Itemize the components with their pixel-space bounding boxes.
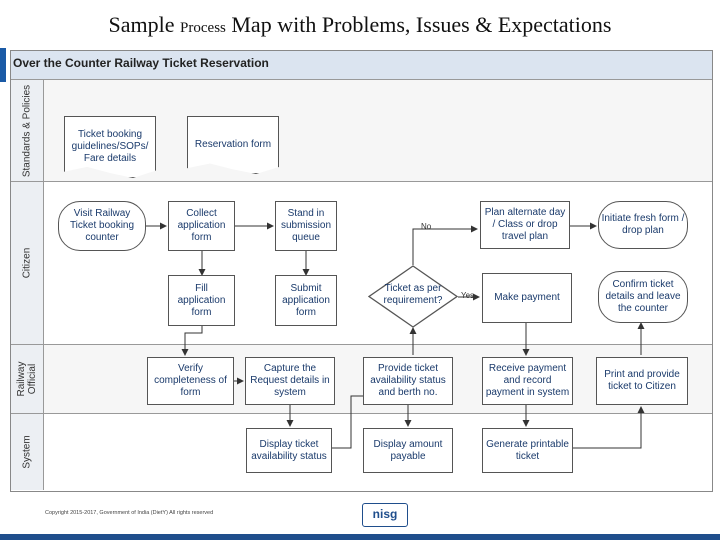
step-visit-counter: Visit Railway Ticket booking counter [58, 201, 146, 251]
step-capture-request: Capture the Request details in system [245, 357, 335, 405]
lane-label-standards: Standards & Policies [11, 80, 44, 181]
diagram-header: Over the Counter Railway Ticket Reservat… [11, 51, 712, 80]
doc-reservation-form: Reservation form [187, 116, 279, 174]
lane-railway-official: Railway Official [11, 345, 712, 414]
step-make-payment: Make payment [482, 273, 572, 323]
step-fill-form: Fill application form [168, 275, 235, 326]
title-part-1: Sample [108, 12, 175, 37]
step-display-amount: Display amount payable [363, 428, 453, 473]
yes-label: Yes [461, 291, 475, 300]
title-part-2: Process [180, 20, 226, 36]
step-confirm-details: Confirm ticket details and leave the cou… [598, 271, 688, 323]
decision-label: Ticket as per requirement? [383, 283, 443, 306]
no-label: No [421, 222, 432, 231]
diagram-header-title: Over the Counter Railway Ticket Reservat… [13, 56, 269, 70]
step-plan-alternate: Plan alternate day / Class or drop trave… [480, 201, 570, 249]
process-map: Over the Counter Railway Ticket Reservat… [10, 50, 713, 492]
doc-ticket-guidelines: Ticket booking guidelines/SOPs/ Fare det… [64, 116, 156, 178]
step-print-ticket: Print and provide ticket to Citizen [596, 357, 688, 405]
decision-diamond [368, 265, 458, 328]
copyright-text: Copyright 2015-2017, Government of India… [45, 510, 214, 516]
step-provide-status: Provide ticket availability status and b… [363, 357, 453, 405]
step-verify-form: Verify completeness of form [147, 357, 234, 405]
step-receive-payment: Receive payment and record payment in sy… [482, 357, 573, 405]
title-part-3: Map with Problems, Issues & Expectations [231, 12, 612, 37]
left-accent-bar [0, 48, 6, 82]
step-stand-queue: Stand in submission queue [275, 201, 337, 251]
nisg-logo: nisg [362, 503, 408, 527]
bottom-accent-bar [0, 534, 720, 540]
lane-label-citizen: Citizen [11, 182, 44, 344]
step-display-availability: Display ticket availability status [246, 428, 332, 473]
page-title: Sample Process Map with Problems, Issues… [0, 12, 720, 38]
lane-system: System [11, 414, 712, 490]
step-generate-ticket: Generate printable ticket [482, 428, 573, 473]
step-submit-form: Submit application form [275, 275, 337, 326]
flow-arrows [146, 222, 645, 449]
step-collect-form: Collect application form [168, 201, 235, 251]
lane-label-system: System [11, 414, 44, 490]
lane-label-railway-official: Railway Official [11, 345, 44, 413]
step-initiate-fresh: Initiate fresh form / drop plan [598, 201, 688, 249]
